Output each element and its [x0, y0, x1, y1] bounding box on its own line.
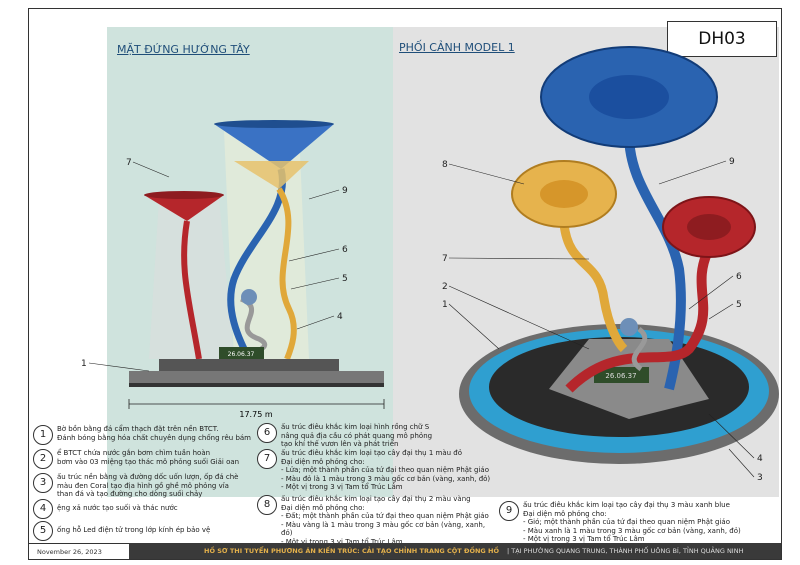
legend-item-4: 4 ệng xả nước tạo suối và thác nước	[33, 499, 263, 519]
callout-r2: 2	[442, 282, 448, 292]
base-edge	[129, 383, 384, 387]
yellow-trunk-right	[559, 223, 628, 353]
light-beam-left	[149, 199, 234, 359]
perspective-callouts: 8 9 7 2 1 6 5 4 3	[442, 157, 763, 483]
globe-right	[620, 318, 638, 336]
red-dish-rim	[144, 191, 224, 199]
elevation-title: MẶT ĐỨNG HƯỚNG TÂY	[117, 43, 250, 56]
callout-1: 1	[81, 359, 87, 369]
yellow-trunk	[276, 187, 297, 361]
callout-r9: 9	[729, 157, 735, 167]
title-block-footer: November 26, 2023 HỒ SƠ THI TUYỂN PHƯƠNG…	[29, 543, 781, 559]
callout-9: 9	[342, 186, 348, 196]
callout-r7: 7	[442, 254, 448, 264]
led-plate-right	[594, 367, 649, 383]
led-plate-text: 26.06.37	[228, 351, 255, 358]
legend-item-1: 1 Bờ bồn bằng đá cẩm thạch đặt trên nền …	[33, 425, 263, 447]
callout-r5: 5	[736, 300, 742, 310]
callout-7: 7	[126, 158, 132, 168]
callout-6: 6	[342, 245, 348, 255]
footer-date: November 26, 2023	[29, 543, 129, 559]
perspective-title: PHỐI CẢNH MODEL 1	[399, 41, 515, 54]
legend-item-3: 3 ấu trúc nền bằng và đường dốc uốn lượn…	[33, 473, 263, 501]
callout-r8: 8	[442, 160, 448, 170]
blue-dish	[214, 124, 334, 169]
drawing-sheet: MẶT ĐỨNG HƯỚNG TÂY PHỐI CẢNH MODEL 1 DH0…	[28, 8, 782, 560]
drawing-graphics: 26.06.37 17.75 m 7 9 6 5 4 1	[81, 46, 779, 483]
legend-item-8: 8 ấu trúc điêu khắc kim loại tạo cây đại…	[257, 495, 497, 546]
elevation-callouts: 7 9 6 5 4 1	[81, 158, 348, 372]
red-dish	[144, 195, 224, 221]
yellow-dish	[234, 161, 309, 189]
callout-r3: 3	[757, 473, 763, 483]
legend-item-9: 9 ấu trúc điêu khắc kim loại tạo cây đại…	[499, 501, 779, 545]
footer-location: | TẠI PHƯỜNG QUANG TRUNG, THÀNH PHỐ UÔNG…	[507, 547, 744, 555]
dimension-text: 17.75 m	[239, 410, 272, 419]
led-plate	[219, 347, 264, 359]
s-dragon-right	[631, 327, 648, 372]
led-plate-right-text: 26.06.37	[605, 372, 636, 380]
legend-item-6: 6 ấu trúc điêu khắc kim loại hình rồng c…	[257, 423, 487, 449]
base-bottom	[129, 371, 384, 383]
legend-item-7: 7 ấu trúc điêu khắc kim loại tạo cây đại…	[257, 449, 497, 493]
callout-r6: 6	[736, 272, 742, 282]
red-trunk	[181, 220, 202, 360]
legend-item-2: 2 ể BTCT chứa nước gắn bơm chìm tuần hoà…	[33, 449, 263, 471]
callout-4: 4	[337, 312, 343, 322]
base-top	[159, 359, 339, 371]
blue-dish-rim	[214, 120, 334, 128]
callout-r4: 4	[757, 454, 763, 464]
globe	[241, 289, 257, 305]
callout-5: 5	[342, 274, 348, 284]
drawing-code: DH03	[667, 21, 777, 57]
legend-item-5: 5 ống hỗ Led điện tử trong lớp kính ép b…	[33, 521, 263, 541]
callout-r1: 1	[442, 300, 448, 310]
footer-project-title: HỒ SƠ THI TUYỂN PHƯƠNG ÁN KIẾN TRÚC: CẢI…	[204, 547, 499, 555]
blue-trunk	[227, 168, 286, 361]
red-trunk-right	[565, 246, 714, 393]
